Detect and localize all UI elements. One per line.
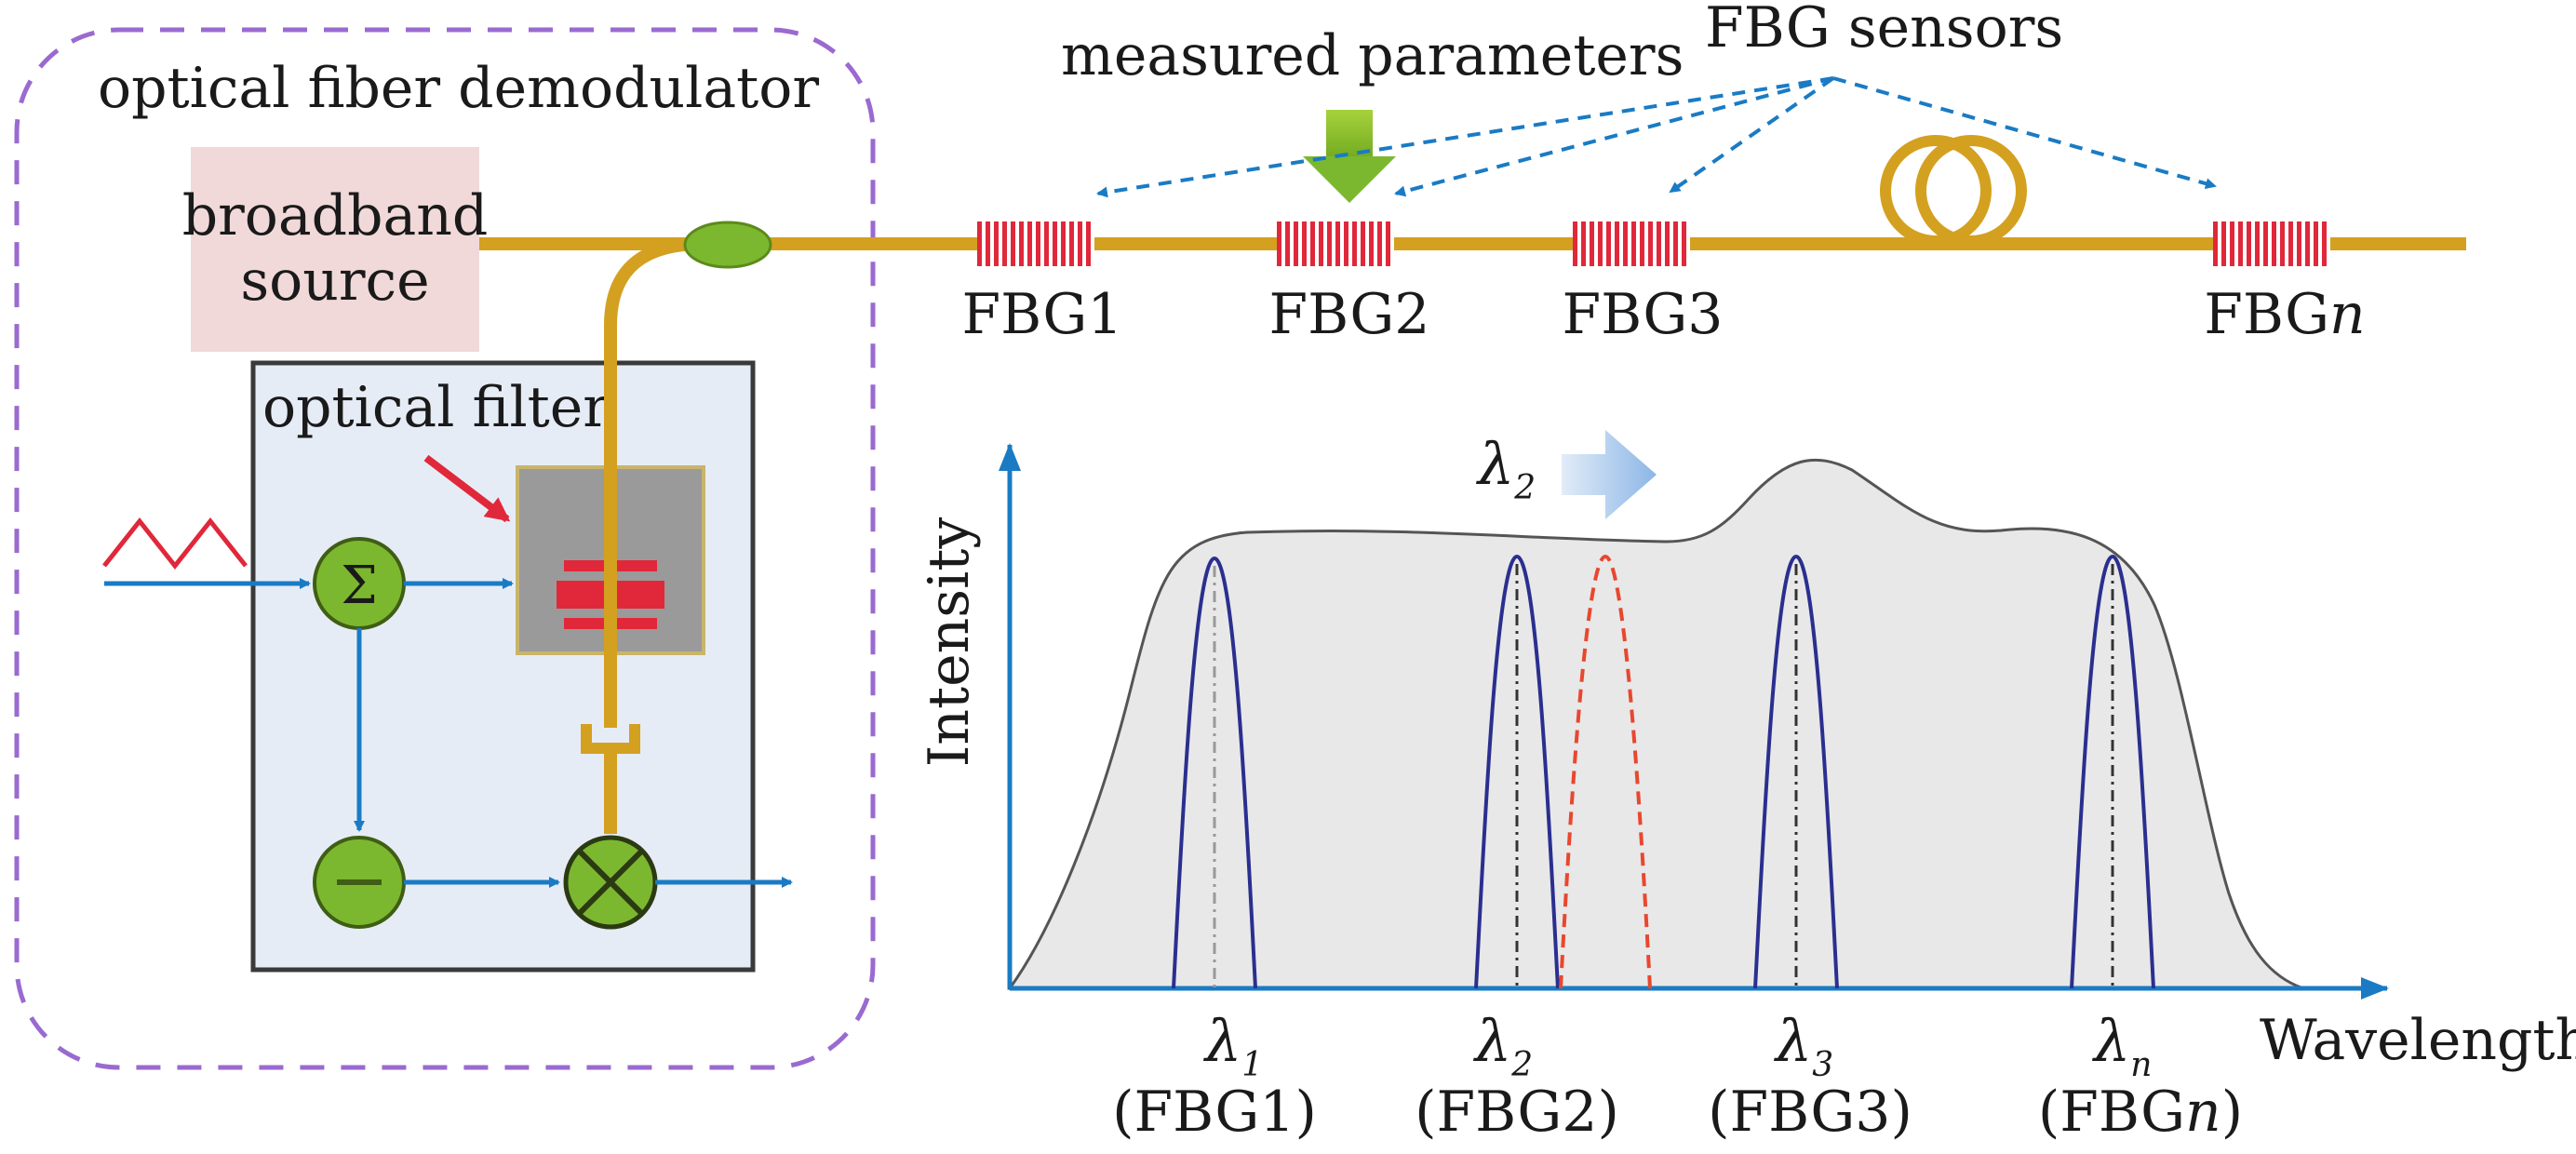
peak-fbg2 <box>1474 554 1560 989</box>
broadband-source-label-line1: broadband <box>182 183 489 248</box>
svg-text:(FBG2): (FBG2) <box>1415 1080 1619 1145</box>
fbg-sensors-pointer-arrows <box>1096 76 2217 198</box>
fbg-grating-2 <box>1277 221 1394 266</box>
fiber-coupler <box>683 221 772 269</box>
shift-lambda-label: λ2 <box>1475 430 1536 507</box>
svg-text:(FBGn): (FBGn) <box>2038 1080 2243 1145</box>
optical-filter-pointer-arrow <box>423 454 511 523</box>
fbg-grating-1 <box>977 221 1094 266</box>
measured-parameters-label: measured parameters <box>1061 23 1684 88</box>
wavelength-axis-label: Wavelength <box>2260 1008 2576 1073</box>
wavelength-shift-arrow <box>1562 430 1657 519</box>
peak-label-2: λ2 (FBG2) <box>1415 1007 1619 1145</box>
broadband-spectrum-envelope <box>1007 458 2304 990</box>
peak-fbg3 <box>1753 554 1839 989</box>
fbg-sensors-label: FBG sensors <box>1705 0 2063 60</box>
peak-fbgn <box>2070 554 2155 989</box>
fbg-grating-4 <box>2213 221 2330 266</box>
fiber-coil <box>1880 135 2027 247</box>
demodulator-boundary <box>14 27 876 1070</box>
triangle-wave-icon <box>102 517 248 570</box>
fbg-gratings <box>977 221 2330 266</box>
peak-label-1: λ1 (FBG1) <box>1112 1007 1317 1145</box>
broadband-source-label-line2: source <box>240 248 429 314</box>
svg-text:(FBG1): (FBG1) <box>1112 1080 1317 1145</box>
peak-label-3: λ3 (FBG3) <box>1708 1007 1912 1145</box>
optical-filter-label: optical filter <box>262 375 610 440</box>
mixer-cross-b <box>576 848 645 917</box>
svg-text:λ3: λ3 <box>1773 1007 1833 1084</box>
sigma-icon: Σ <box>341 556 378 616</box>
svg-text:λ1: λ1 <box>1202 1007 1263 1084</box>
peak-label-n: λn (FBGn) <box>2038 1007 2243 1145</box>
reflection-peaks <box>1172 554 2155 989</box>
peak-fbg1 <box>1172 556 1257 989</box>
intensity-axis-label: Intensity <box>917 517 982 768</box>
fbg2-label: FBG2 <box>1269 282 1430 347</box>
measured-parameters-arrow <box>1303 110 1396 203</box>
demodulator-title: optical fiber demodulator <box>98 56 819 121</box>
peak-fbg2-shifted <box>1559 554 1652 989</box>
broadband-source-box <box>191 147 479 352</box>
svg-text:λn: λn <box>2091 1007 2152 1084</box>
svg-text:λ2: λ2 <box>1472 1007 1533 1084</box>
fbgn-label: FBGn <box>2204 282 2365 347</box>
fbg3-label: FBG3 <box>1563 282 1724 347</box>
svg-text:(FBG3): (FBG3) <box>1708 1080 1912 1145</box>
fbg-grating-3 <box>1573 221 1690 266</box>
fbg1-label: FBG1 <box>962 282 1123 347</box>
